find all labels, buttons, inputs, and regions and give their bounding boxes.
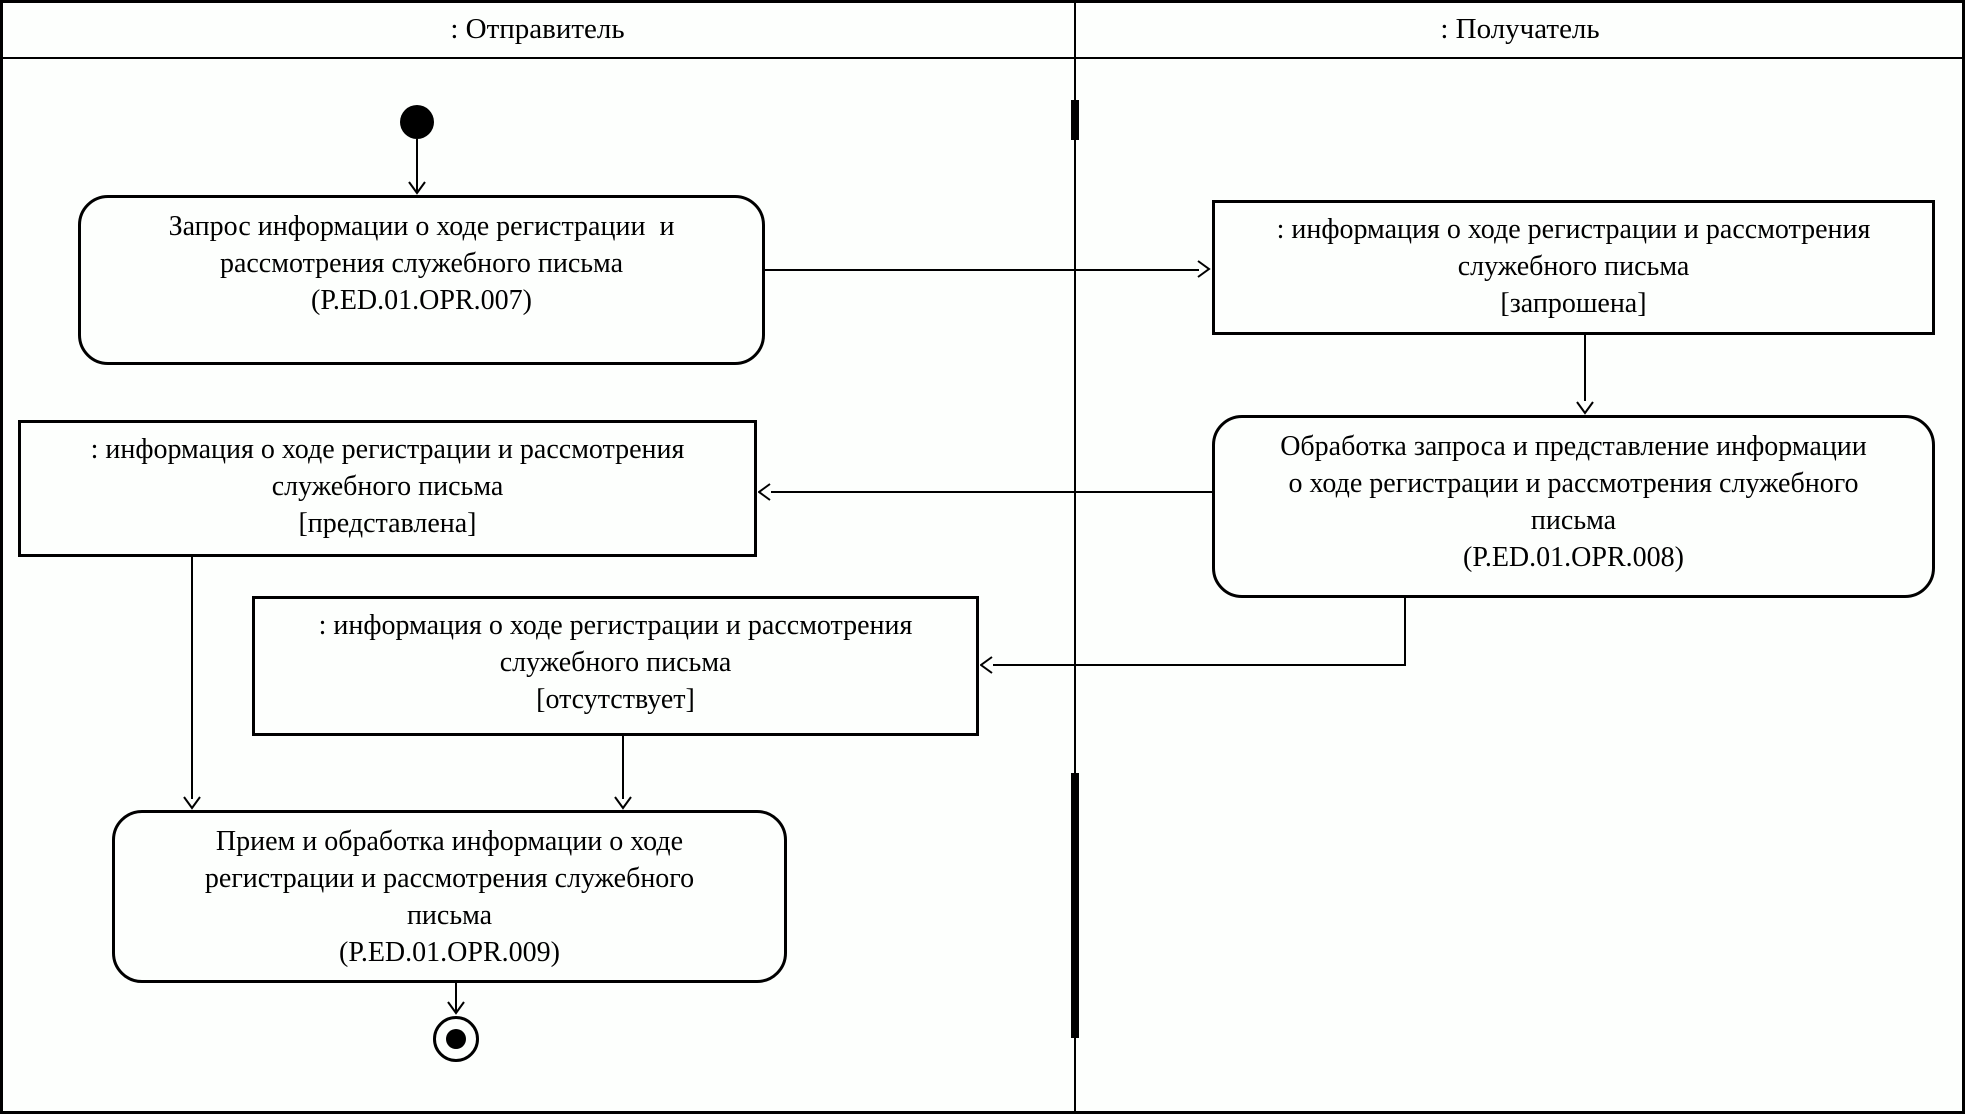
action-node-label: Запрос информации о ходе регистрации и р… — [168, 211, 675, 316]
arrowhead-down-icon — [183, 796, 201, 810]
object-node-label: : информация о ходе регистрации и рассмо… — [1276, 214, 1871, 319]
arrowhead-down-icon — [408, 181, 426, 195]
action-node-priem-i-obrabotka: Прием и обработка информации о ходе реги… — [112, 810, 787, 983]
arrowhead-down-icon — [1576, 401, 1594, 415]
object-node-informaciya-zaproshena: : информация о ходе регистрации и рассмо… — [1212, 200, 1935, 335]
object-node-label: : информация о ходе регистрации и рассмо… — [90, 434, 685, 539]
action-node-zapros-informacii: Запрос информации о ходе регистрации и р… — [78, 195, 765, 365]
edge-zaproshena-to-obrabotka — [1584, 335, 1586, 401]
edge-predstavlena-to-priem — [191, 557, 193, 799]
arrowhead-right-icon — [1197, 260, 1211, 278]
action-node-obrabotka-zaprosa: Обработка запроса и представление информ… — [1212, 415, 1935, 598]
arrowhead-down-icon — [614, 796, 632, 810]
divider-bar-top — [1071, 100, 1079, 140]
edge-otsutstvuet-to-priem — [622, 736, 624, 799]
edge-obrabotka-to-otsutstvuet-horizontal — [993, 664, 1406, 666]
lane-header-separator — [0, 57, 1965, 59]
edge-start-to-zapros — [416, 139, 418, 191]
lane-label-receiver: : Получатель — [1440, 13, 1600, 45]
edge-priem-to-final — [455, 983, 457, 1011]
arrowhead-left-icon — [980, 656, 993, 674]
object-node-informaciya-predstavlena: : информация о ходе регистрации и рассмо… — [18, 420, 757, 557]
action-node-label: Обработка запроса и представление информ… — [1280, 431, 1867, 573]
initial-node — [400, 105, 434, 139]
edge-obrabotka-to-predstavlena — [771, 491, 1212, 493]
object-node-informaciya-otsutstvuet: : информация о ходе регистрации и рассмо… — [252, 596, 979, 736]
edge-zapros-to-zaproshena — [765, 269, 1199, 271]
final-node — [433, 1016, 479, 1062]
arrowhead-down-icon — [447, 1001, 465, 1015]
arrowhead-left-icon — [758, 483, 771, 501]
lane-label-sender: : Отправитель — [450, 13, 625, 45]
swimlane-divider — [1074, 0, 1076, 1114]
divider-bar-bottom — [1071, 773, 1079, 1038]
object-node-label: : информация о ходе регистрации и рассмо… — [318, 610, 913, 715]
action-node-label: Прием и обработка информации о ходе реги… — [204, 826, 695, 968]
final-node-core — [446, 1029, 466, 1049]
edge-obrabotka-to-otsutstvuet-vertical — [1404, 598, 1406, 665]
